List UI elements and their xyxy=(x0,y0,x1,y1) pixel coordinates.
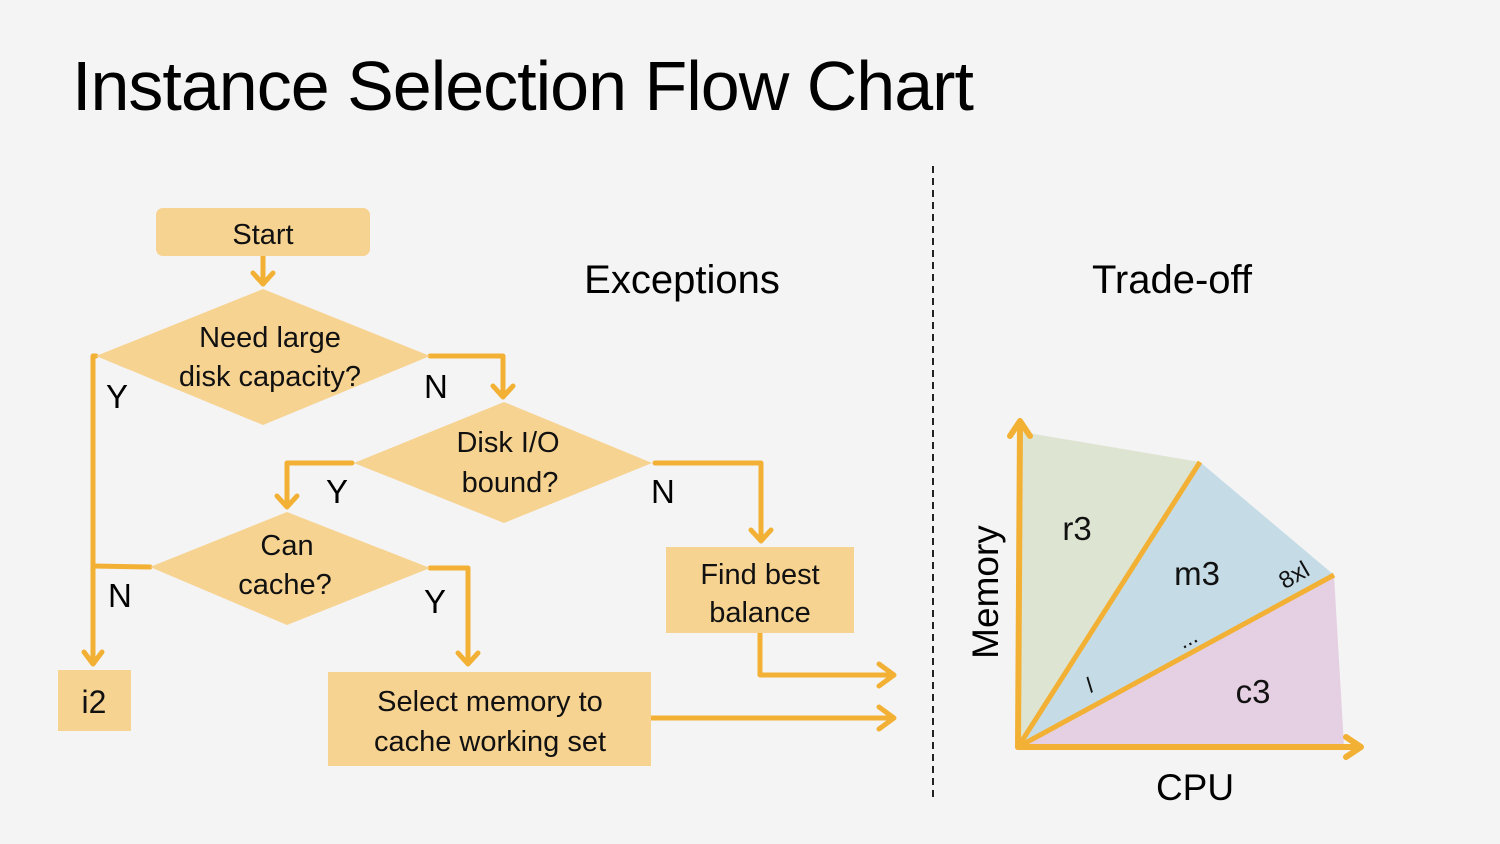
connector-q1-yes xyxy=(90,353,99,666)
result-label-line1: Select memory to xyxy=(377,686,603,718)
decision-diamond xyxy=(150,512,430,625)
start-label: Start xyxy=(232,219,293,251)
result-find-balance: Find best balance xyxy=(666,547,854,633)
y-axis-label: Memory xyxy=(965,525,1006,659)
region-m3 xyxy=(1018,462,1334,747)
section-heading-tradeoff: Trade-off xyxy=(1092,258,1253,302)
boundary-m3-c3 xyxy=(1016,572,1336,750)
arrowhead-icon xyxy=(748,527,774,544)
memory-axis xyxy=(1015,419,1023,750)
flowchart: Start Need large disk capacity? Y N Disk… xyxy=(58,208,897,766)
arrowhead-icon xyxy=(250,270,276,287)
connector-q3-no xyxy=(90,563,153,570)
result-label: i2 xyxy=(82,684,107,720)
tradeoff-diagram: r3 m3 c3 l ... 8xl CPU Memory xyxy=(965,418,1364,808)
result-label-line1: Find best xyxy=(700,559,819,591)
edge-label-no: N xyxy=(108,577,132,614)
arrowhead-icon xyxy=(876,704,897,732)
connector-q1-no xyxy=(427,353,506,399)
edge-label-no: N xyxy=(651,473,675,510)
node-start: Start xyxy=(156,208,370,256)
arrowhead-icon xyxy=(455,650,481,667)
decision-disk-io-bound: Disk I/O bound? Y N xyxy=(326,402,675,523)
x-axis-label: CPU xyxy=(1156,767,1234,808)
arrowhead-icon xyxy=(490,383,516,400)
arrowhead-icon xyxy=(876,661,897,689)
result-label-line2: cache working set xyxy=(374,726,606,758)
connector-q3-yes xyxy=(427,565,471,666)
edge-label-no: N xyxy=(424,368,448,405)
region-r3 xyxy=(1018,432,1200,747)
decision-diamond xyxy=(354,402,652,523)
decision-label-line1: Can xyxy=(260,530,313,562)
result-box xyxy=(666,547,854,633)
flow-connectors xyxy=(81,253,897,732)
decision-label-line2: disk capacity? xyxy=(179,361,361,393)
result-select-memory: Select memory to cache working set xyxy=(328,672,651,766)
decision-label-line1: Disk I/O xyxy=(456,427,559,459)
connector-balance-out xyxy=(757,630,896,678)
arrowhead-icon xyxy=(1343,734,1364,760)
page-title: Instance Selection Flow Chart xyxy=(72,47,973,125)
decision-can-cache: Can cache? N Y xyxy=(108,512,446,625)
decision-label-line2: cache? xyxy=(238,569,332,601)
start-box xyxy=(156,208,370,256)
result-box xyxy=(58,670,131,731)
result-i2: i2 xyxy=(58,670,131,731)
decision-need-large-disk: Need large disk capacity? Y N xyxy=(96,289,448,425)
edge-label-yes: Y xyxy=(106,378,128,415)
arrowhead-icon xyxy=(1007,418,1033,439)
decision-label-line2: bound? xyxy=(462,467,559,499)
section-heading-exceptions: Exceptions xyxy=(584,258,780,302)
edge-label-yes: Y xyxy=(424,583,446,620)
result-box xyxy=(328,672,651,766)
connector-q2-no xyxy=(652,460,764,543)
region-label-r3: r3 xyxy=(1062,510,1091,547)
region-label-m3: m3 xyxy=(1174,555,1220,592)
result-label-line2: balance xyxy=(709,597,811,629)
decision-label-line1: Need large xyxy=(199,322,341,354)
boundary-r3-m3 xyxy=(1015,460,1203,749)
decision-diamond xyxy=(96,289,430,425)
arrowhead-icon xyxy=(81,649,105,667)
edge-label-yes: Y xyxy=(326,473,348,510)
region-label-c3: c3 xyxy=(1236,673,1271,710)
arrowhead-icon xyxy=(274,493,300,510)
connector-q2-yes xyxy=(284,460,355,509)
